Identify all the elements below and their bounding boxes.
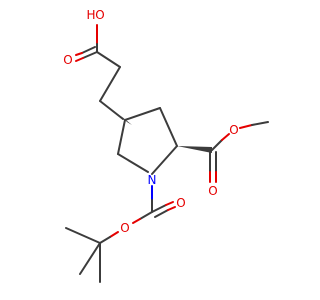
atom-label-ester-carbonyl-o: O bbox=[208, 184, 217, 198]
bond-tbutyl-to-methyl-right bbox=[79, 242, 101, 275]
atom-label-acid-carbonyl-o: O bbox=[63, 53, 72, 67]
bond-acid-carbonyl-b-red bbox=[75, 52, 83, 56]
atom-label-ester-link-o: O bbox=[229, 123, 238, 137]
atom-label-boc-carbonyl-o: O bbox=[176, 196, 185, 210]
bond-boc-carbonyl-b-red bbox=[167, 206, 176, 211]
bond-boc-c-to-o-link bbox=[139, 211, 153, 220]
bond-o-link-to-tbutyl bbox=[99, 236, 111, 244]
bond-acid-carbonyl-a-red bbox=[75, 57, 84, 62]
molecule-structure: H O O O O N O O bbox=[63, 8, 269, 283]
atom-labels: H O O O O N O O bbox=[63, 8, 238, 235]
bond-boc-carbonyl-a bbox=[151, 204, 167, 213]
bond-acid-to-ch2-a bbox=[96, 51, 121, 68]
atom-label-boc-link-o: O bbox=[120, 221, 129, 235]
bond-tbutyl-to-methyl-left bbox=[65, 227, 101, 244]
atom-label-hydroxyl-h: H bbox=[86, 8, 95, 22]
bond-ester-c-to-o-link-red bbox=[221, 133, 230, 141]
bond-boc-carbonyl-b bbox=[154, 209, 169, 218]
bond-boc-c-to-o-link-red bbox=[132, 218, 141, 224]
bond-acid-carbonyl-b bbox=[81, 46, 96, 54]
bond-ring-c3-to-c2 bbox=[159, 107, 178, 147]
bonds bbox=[65, 24, 269, 283]
bond-ring-c5-to-n bbox=[117, 153, 149, 173]
bond-ring-c2-to-n bbox=[151, 145, 178, 175]
bond-ch2-b-to-ring bbox=[99, 100, 124, 120]
bond-ch2-a-to-ch2-b bbox=[99, 66, 121, 102]
bond-o-link-to-methyl-red bbox=[239, 124, 253, 129]
bond-ester-c-to-o-link bbox=[211, 139, 223, 151]
bond-boc-carbonyl-a-red bbox=[165, 201, 174, 206]
bond-ring-c4-to-c5 bbox=[117, 119, 126, 155]
atom-label-hydroxyl-o: O bbox=[95, 8, 104, 22]
bond-acid-carbonyl-a bbox=[82, 51, 98, 59]
atom-label-ring-n: N bbox=[148, 173, 157, 187]
wedge-ring-c2-to-ester bbox=[177, 146, 212, 153]
bond-ring-c4-to-c3 bbox=[124, 107, 161, 121]
bond-o-link-to-tbutyl-red bbox=[109, 231, 119, 238]
bond-o-link-to-methyl bbox=[251, 121, 269, 126]
